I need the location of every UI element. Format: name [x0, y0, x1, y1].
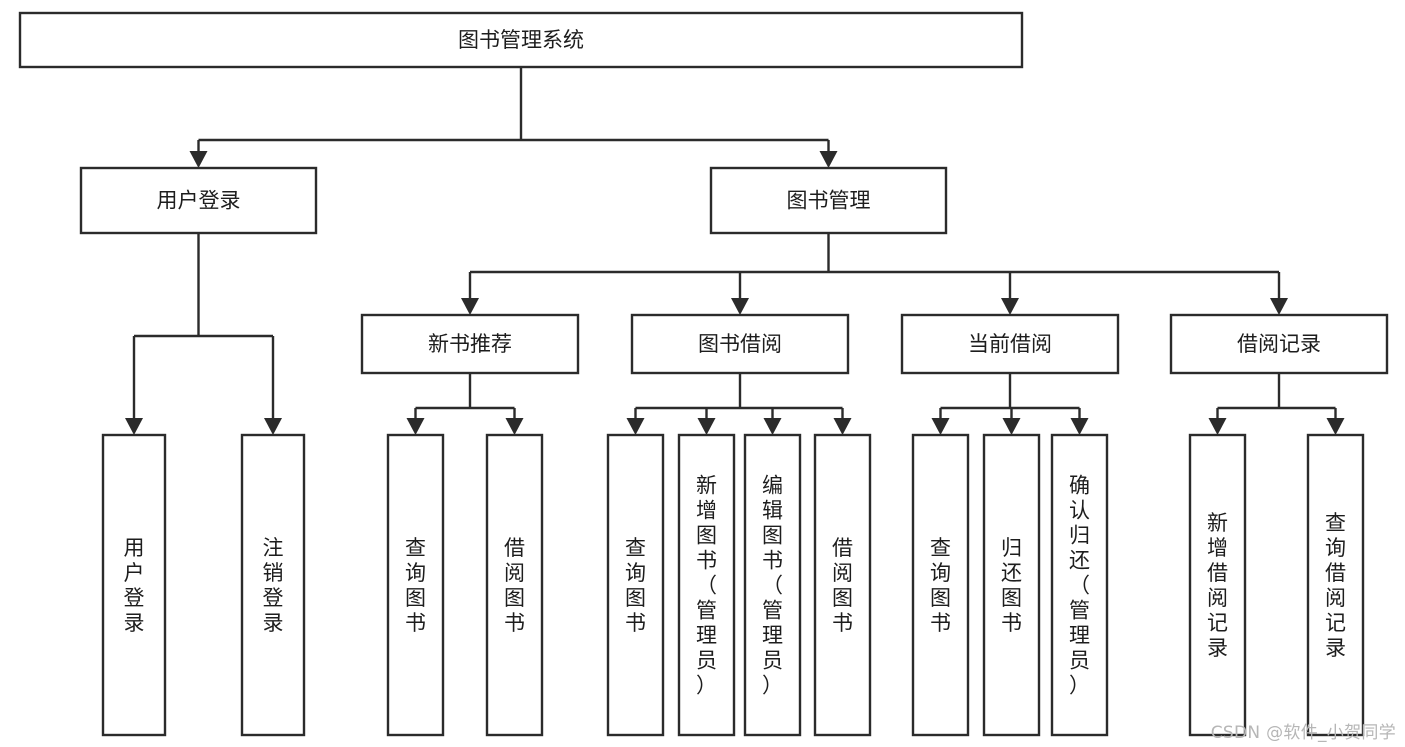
node-label: 查询图书	[625, 536, 646, 635]
node-box	[677, 433, 736, 737]
node-box	[606, 433, 665, 737]
node-label: 归还图书	[1001, 536, 1022, 635]
arrow-head-icon	[819, 151, 838, 168]
node-box	[982, 433, 1041, 737]
node-box	[1169, 313, 1389, 375]
node-label: 查询图书	[930, 536, 951, 635]
node-box	[911, 433, 970, 737]
node-label: 借阅图书	[832, 536, 853, 635]
node-new-book-recommend[interactable]: 新书推荐	[360, 313, 580, 375]
node-box	[900, 313, 1120, 375]
arrow-head-icon	[763, 418, 782, 435]
node-leaf-query-book-1[interactable]: 查询图书	[386, 433, 445, 737]
node-leaf-edit-book-admin[interactable]: 编辑图书（管理员）	[743, 433, 802, 737]
node-label: 编辑图书（管理员）	[762, 474, 783, 698]
node-label: 图书借阅	[698, 332, 782, 356]
root-node[interactable]: 图书管理系统	[18, 11, 1024, 69]
node-box	[79, 166, 318, 235]
arrow-head-icon	[1208, 418, 1227, 435]
arrow-head-icon	[697, 418, 716, 435]
node-box	[1306, 433, 1365, 737]
node-box	[101, 433, 167, 737]
node-leaf-user-logout[interactable]: 注销登录	[240, 433, 306, 737]
arrow-head-icon	[1270, 298, 1288, 315]
node-current-borrow[interactable]: 当前借阅	[900, 313, 1120, 375]
node-leaf-query-book-3[interactable]: 查询图书	[911, 433, 970, 737]
node-leaf-query-borrow-record[interactable]: 查询借阅记录	[1306, 433, 1365, 737]
arrow-head-icon	[931, 418, 950, 435]
watermark-label: CSDN @软件_小贺同学	[1210, 723, 1396, 743]
node-label: 图书管理	[787, 189, 871, 213]
node-label: 当前借阅	[968, 332, 1052, 356]
node-book-manage[interactable]: 图书管理	[709, 166, 948, 235]
node-borrow-record[interactable]: 借阅记录	[1169, 313, 1389, 375]
node-box	[813, 433, 872, 737]
node-label: 用户登录	[124, 536, 145, 635]
node-box	[1188, 433, 1247, 737]
node-label: 新书推荐	[428, 332, 512, 356]
node-leaf-borrow-book-2[interactable]: 借阅图书	[813, 433, 872, 737]
arrow-head-icon	[731, 298, 749, 315]
arrow-head-icon	[1002, 418, 1021, 435]
arrow-head-icon	[1326, 418, 1345, 435]
arrow-head-icon	[125, 418, 143, 435]
arrow-head-icon	[264, 418, 282, 435]
node-leaf-confirm-return-admin[interactable]: 确认归还（管理员）	[1050, 433, 1109, 737]
arrow-head-icon	[406, 418, 425, 435]
node-label: 新增借阅记录	[1207, 511, 1228, 660]
node-label: 查询借阅记录	[1325, 511, 1346, 660]
node-label: 图书管理系统	[458, 28, 584, 52]
node-box	[1050, 433, 1109, 737]
node-box	[360, 313, 580, 375]
node-box	[743, 433, 802, 737]
node-book-borrow[interactable]: 图书借阅	[630, 313, 850, 375]
node-label: 注销登录	[263, 536, 284, 635]
node-box	[485, 433, 544, 737]
arrow-head-icon	[833, 418, 852, 435]
node-user-login[interactable]: 用户登录	[79, 166, 318, 235]
node-leaf-user-login[interactable]: 用户登录	[101, 433, 167, 737]
arrow-head-icon	[461, 298, 479, 315]
node-leaf-borrow-book-1[interactable]: 借阅图书	[485, 433, 544, 737]
node-label: 新增图书（管理员）	[696, 474, 717, 698]
node-label: 用户登录	[157, 189, 241, 213]
arrow-head-icon	[189, 151, 208, 168]
node-box	[386, 433, 445, 737]
node-box	[18, 11, 1024, 69]
arrow-head-icon	[626, 418, 645, 435]
edge-layer	[125, 67, 1345, 435]
node-box	[240, 433, 306, 737]
node-box	[709, 166, 948, 235]
node-leaf-add-book-admin[interactable]: 新增图书（管理员）	[677, 433, 736, 737]
node-leaf-return-book[interactable]: 归还图书	[982, 433, 1041, 737]
node-leaf-add-borrow-record[interactable]: 新增借阅记录	[1188, 433, 1247, 737]
node-layer: 图书管理系统用户登录图书管理新书推荐图书借阅当前借阅借阅记录用户登录注销登录查询…	[18, 11, 1389, 737]
arrow-head-icon	[1070, 418, 1089, 435]
arrow-head-icon	[1001, 298, 1019, 315]
node-label: 借阅记录	[1237, 332, 1321, 356]
node-label: 确认归还（管理员）	[1069, 474, 1090, 698]
node-label: 借阅图书	[504, 536, 525, 635]
node-label: 查询图书	[405, 536, 426, 635]
arrow-head-icon	[505, 418, 524, 435]
node-box	[630, 313, 850, 375]
node-leaf-query-book-2[interactable]: 查询图书	[606, 433, 665, 737]
